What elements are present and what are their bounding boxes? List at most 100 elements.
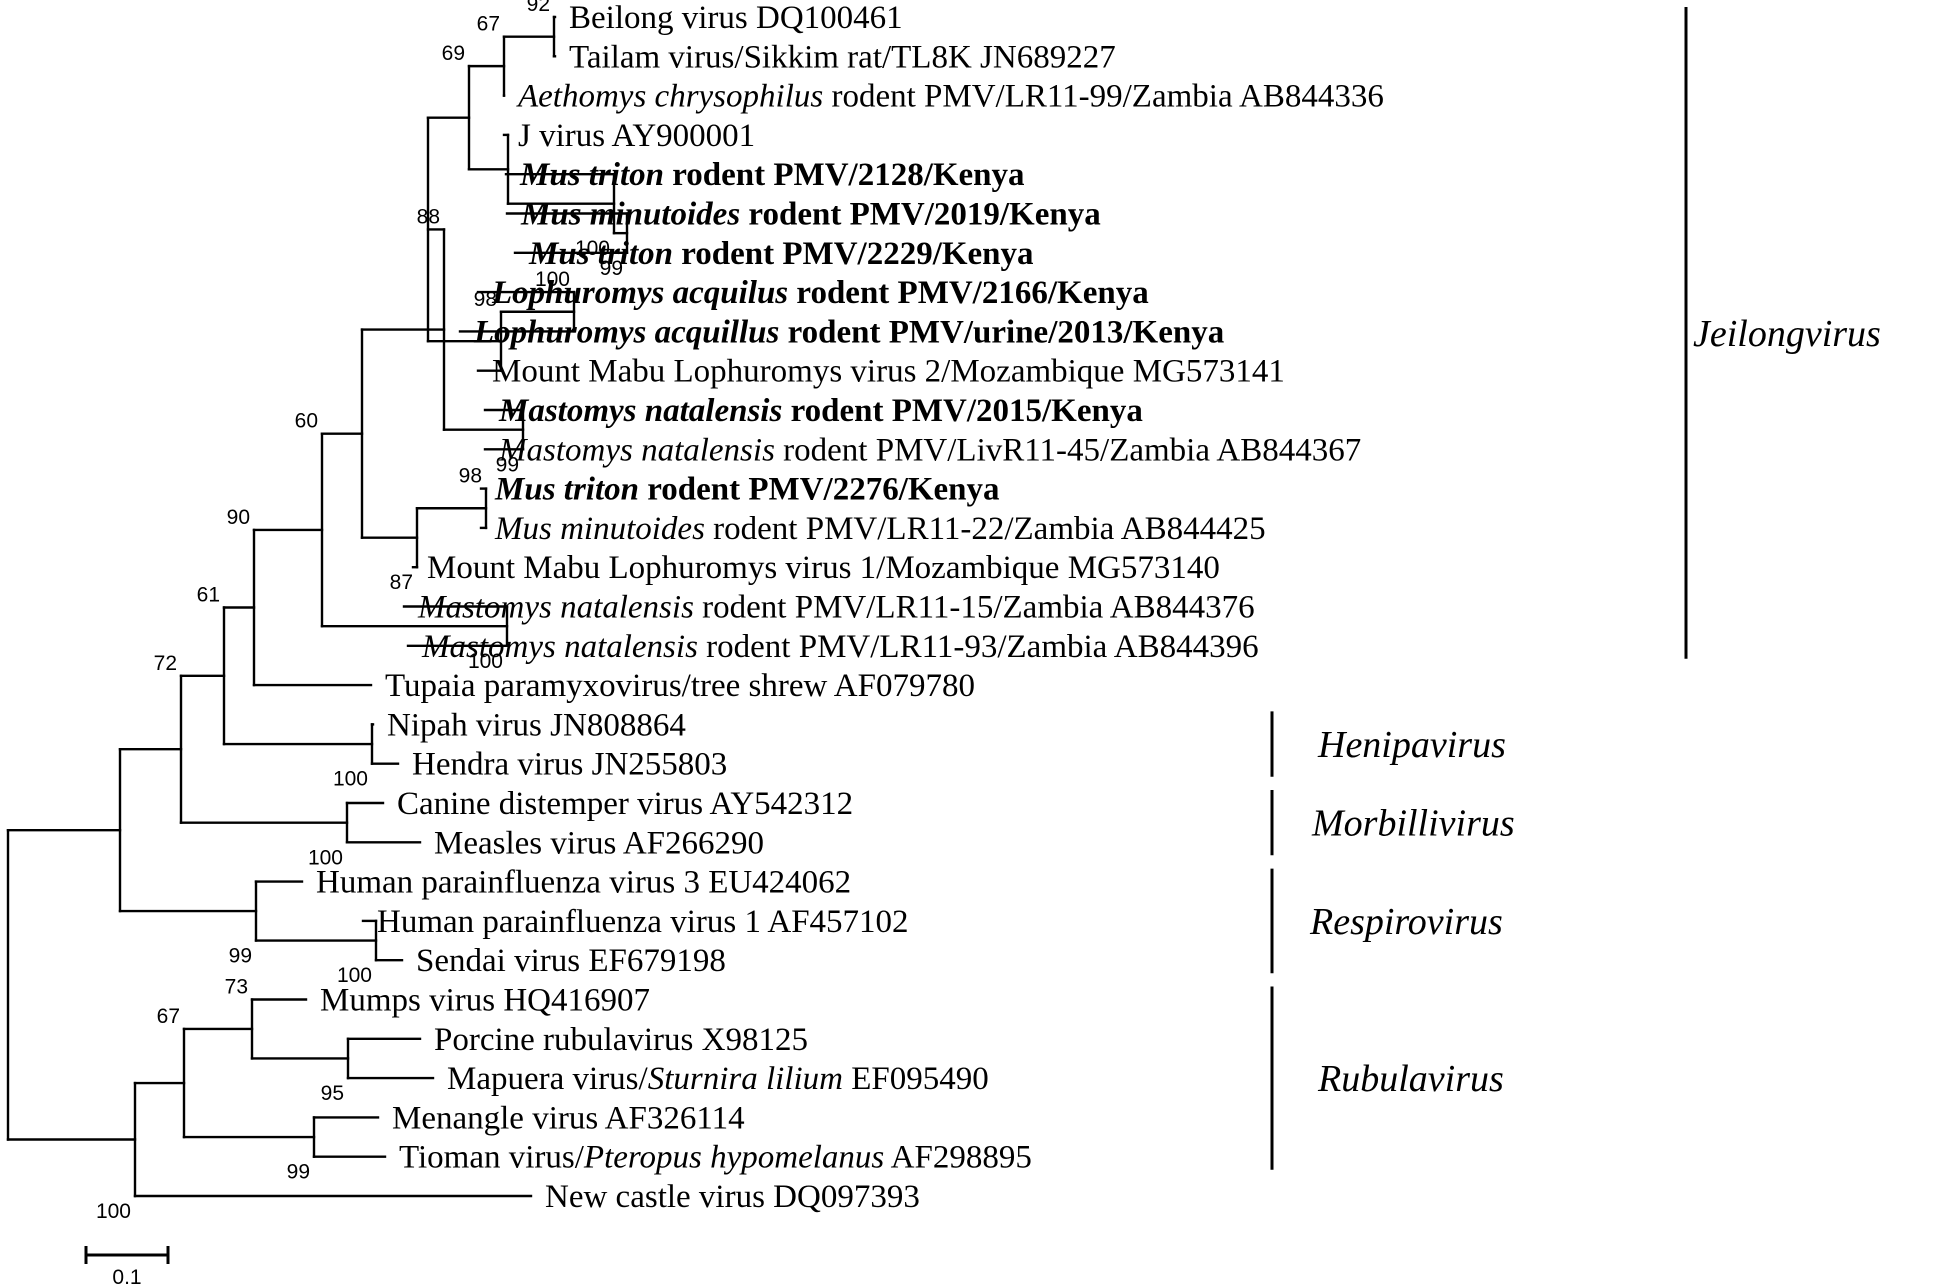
leaf-label-species: Lophuromys acquilus [491, 275, 788, 311]
leaf-label-text: EF095490 [843, 1061, 989, 1097]
leaf-label: Human parainfluenza virus 3 EU424062 [316, 865, 851, 901]
leaf-label-text: Porcine rubulavirus X98125 [434, 1022, 808, 1058]
leaf-label-text: Menangle virus AF326114 [392, 1100, 745, 1136]
leaf-label-text: Mapuera virus/ [447, 1061, 649, 1097]
leaf-label: Mus triton rodent PMV/2229/Kenya [528, 236, 1034, 272]
leaf-label: Mastomys natalensis rodent PMV/2015/Keny… [498, 393, 1143, 429]
bootstrap-value: 100 [333, 768, 368, 791]
tree-branches [6, 15, 629, 1198]
leaf-label-text: Sendai virus EF679198 [416, 943, 726, 979]
leaf-label: Measles virus AF266290 [434, 825, 764, 861]
leaf-label-text: rodent PMV/2276/Kenya [639, 472, 1000, 508]
leaf-label-text: Mount Mabu Lophuromys virus 1/Mozambique… [427, 550, 1220, 586]
leaf-label: Sendai virus EF679198 [416, 943, 726, 979]
leaf-label-text: rodent PMV/2019/Kenya [740, 197, 1101, 233]
leaf-label-text: J virus AY900001 [518, 118, 755, 154]
bootstrap-value: 90 [227, 506, 250, 529]
leaf-label-species: Mus triton [519, 157, 664, 193]
bootstrap-value: 100 [308, 846, 343, 869]
leaf-label: Mus triton rodent PMV/2128/Kenya [519, 157, 1025, 193]
leaf-label-text: Human parainfluenza virus 1 AF457102 [377, 904, 909, 940]
scale-bar-label: 0.1 [112, 1266, 141, 1285]
leaf-label-text: Hendra virus JN255803 [412, 747, 727, 783]
leaf-label: Mapuera virus/Sturnira lilium EF095490 [447, 1061, 989, 1097]
bootstrap-value: 72 [154, 652, 177, 675]
bootstrap-value: 98 [459, 465, 482, 488]
leaf-label: Mount Mabu Lophuromys virus 2/Mozambique… [492, 354, 1285, 390]
leaf-label-species: Mus triton [528, 236, 673, 272]
genus-label: Jeilongvirus [1693, 313, 1881, 355]
genus-label: Henipavirus [1317, 724, 1506, 766]
leaf-label-text: Tailam virus/Sikkim rat/TL8K JN689227 [569, 39, 1116, 75]
bootstrap-value: 99 [229, 945, 252, 968]
leaf-label: Tailam virus/Sikkim rat/TL8K JN689227 [569, 39, 1116, 75]
genus-label: Respirovirus [1309, 901, 1503, 943]
bootstrap-values: 9267699910010098999887881006090611007210… [96, 0, 623, 1223]
leaf-label: Tupaia paramyxovirus/tree shrew AF079780 [385, 668, 975, 704]
leaf-label-text: rodent PMV/LR11-22/Zambia AB844425 [705, 511, 1266, 547]
leaf-label-text: Measles virus AF266290 [434, 825, 764, 861]
genus-brackets: JeilongvirusHenipavirusMorbillivirusResp… [1270, 7, 1881, 1170]
leaf-label: Mastomys natalensis rodent PMV/LivR11-45… [498, 432, 1361, 468]
leaf-label: J virus AY900001 [518, 118, 755, 154]
leaf-label: Tioman virus/Pteropus hypomelanus AF2988… [399, 1140, 1032, 1176]
leaf-label-species: Aethomys chrysophilus [516, 79, 823, 115]
leaf-label: New castle virus DQ097393 [545, 1179, 920, 1215]
leaf-label-species: Mus triton [494, 472, 639, 508]
bootstrap-value: 95 [321, 1082, 344, 1105]
leaf-label-text: Human parainfluenza virus 3 EU424062 [316, 865, 851, 901]
leaf-label-text: Tupaia paramyxovirus/tree shrew AF079780 [385, 668, 975, 704]
leaf-label: Mus minutoides rodent PMV/2019/Kenya [520, 197, 1101, 233]
leaf-label: Aethomys chrysophilus rodent PMV/LR11-99… [516, 79, 1384, 115]
leaf-label: Mus triton rodent PMV/2276/Kenya [494, 472, 1000, 508]
leaf-label-text: rodent PMV/2229/Kenya [673, 236, 1034, 272]
leaf-label-species: Mastomys natalensis [498, 393, 782, 429]
leaf-label-text: rodent PMV/LR11-99/Zambia AB844336 [823, 79, 1384, 115]
bootstrap-value: 88 [417, 205, 440, 228]
leaf-label: Mount Mabu Lophuromys virus 1/Mozambique… [427, 550, 1220, 586]
bootstrap-value: 60 [295, 410, 318, 433]
leaf-label: Mastomys natalensis rodent PMV/LR11-15/Z… [417, 590, 1255, 626]
leaf-label-text: AF298895 [884, 1140, 1032, 1176]
scale-bar: 0.1 [84, 1246, 170, 1285]
leaf-label-species: Mastomys natalensis [498, 432, 775, 468]
bootstrap-value: 99 [287, 1161, 310, 1184]
leaf-label-text: New castle virus DQ097393 [545, 1179, 920, 1215]
leaf-label: Mus minutoides rodent PMV/LR11-22/Zambia… [494, 511, 1266, 547]
bootstrap-value: 67 [477, 13, 500, 36]
bootstrap-value: 87 [390, 571, 413, 594]
leaf-label: Mastomys natalensis rodent PMV/LR11-93/Z… [421, 629, 1259, 665]
leaf-label: Mumps virus HQ416907 [320, 983, 650, 1019]
leaf-label-text: Canine distemper virus AY542312 [397, 786, 853, 822]
leaf-label: Nipah virus JN808864 [387, 707, 686, 743]
bootstrap-value: 99 [600, 257, 623, 280]
leaf-label: Porcine rubulavirus X98125 [434, 1022, 808, 1058]
leaf-label-text: Beilong virus DQ100461 [569, 0, 903, 36]
leaf-label-text: rodent PMV/2166/Kenya [788, 275, 1149, 311]
leaf-label-text: Nipah virus JN808864 [387, 707, 686, 743]
bootstrap-value: 73 [225, 976, 248, 999]
leaf-label: Human parainfluenza virus 1 AF457102 [377, 904, 909, 940]
leaf-label-species: Pteropus hypomelanus [583, 1140, 884, 1176]
bootstrap-value: 100 [337, 964, 372, 987]
bootstrap-value: 98 [474, 288, 497, 311]
bootstrap-value: 92 [527, 0, 550, 16]
leaf-label: Lophuromys acquilus rodent PMV/2166/Keny… [491, 275, 1149, 311]
genus-label: Rubulavirus [1317, 1058, 1504, 1100]
leaf-label: Lophuromys acquillus rodent PMV/urine/20… [473, 314, 1224, 350]
bootstrap-value: 100 [468, 650, 503, 673]
bootstrap-value: 99 [496, 453, 519, 476]
leaf-label-text: Mumps virus HQ416907 [320, 983, 650, 1019]
leaf-label: Hendra virus JN255803 [412, 747, 727, 783]
leaf-label-species: Sturnira lilium [648, 1061, 843, 1097]
bootstrap-value: 100 [575, 237, 610, 260]
leaf-label-species: Lophuromys acquillus [473, 314, 779, 350]
leaf-label-species: Mastomys natalensis [421, 629, 698, 665]
leaf-label: Menangle virus AF326114 [392, 1100, 745, 1136]
leaf-label: Beilong virus DQ100461 [569, 0, 903, 36]
leaf-label-species: Mastomys natalensis [417, 590, 694, 626]
leaf-label-text: rodent PMV/LR11-93/Zambia AB844396 [698, 629, 1259, 665]
leaf-label-species: Mus minutoides [520, 197, 740, 233]
